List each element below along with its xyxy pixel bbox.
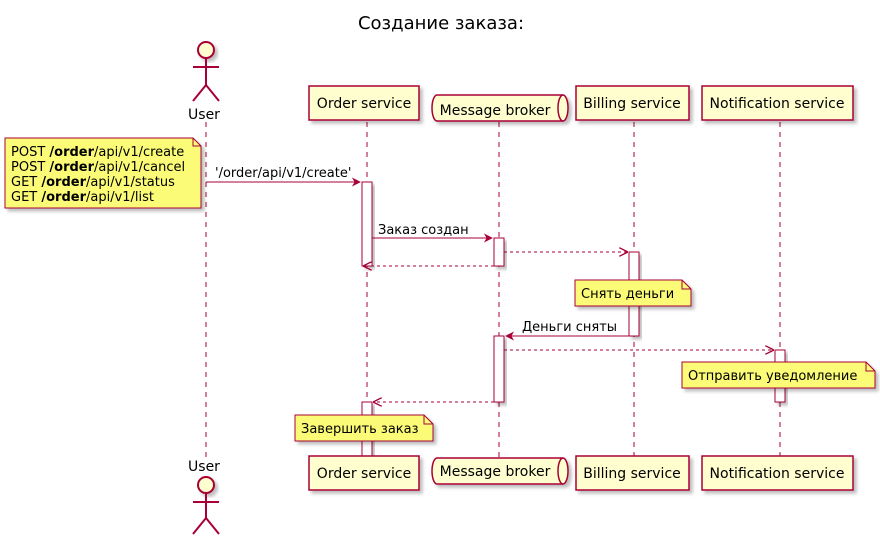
participants-bottom: Order service Message broker Billing ser…	[308, 455, 854, 491]
message-create-label: '/order/api/v1/create'	[215, 166, 351, 181]
participant-order-box-bottom	[308, 455, 420, 491]
messages: '/order/api/v1/create' Заказ создан День…	[206, 166, 773, 402]
note-charge: Снять деньги	[574, 279, 692, 307]
participant-notify-box	[701, 85, 854, 121]
participant-billing-label: Billing service	[583, 96, 681, 112]
actor-user-top: User	[188, 41, 220, 123]
participant-user-label-bottom: User	[188, 459, 220, 475]
note-api-line-3: GET /order/api/v1/status	[11, 175, 175, 190]
participant-billing-label-bottom: Billing service	[583, 466, 681, 482]
note-api-endpoints: POST /order/api/v1/create POST /order/ap…	[4, 137, 202, 209]
participant-user-label: User	[188, 107, 220, 123]
note-charge-text: Снять деньги	[581, 287, 674, 302]
actor-head-icon	[197, 476, 215, 494]
message-order-created-label: Заказ создан	[378, 223, 469, 238]
participants-top: Order service Message broker Billing ser…	[308, 85, 854, 122]
message-money-taken-label: Деньги сняты	[522, 320, 617, 335]
participant-order-label-bottom: Order service	[317, 466, 411, 482]
participant-notify-label-bottom: Notification service	[710, 466, 845, 482]
note-api-line-4: GET /order/api/v1/list	[11, 190, 154, 205]
actor-head-icon	[197, 41, 215, 59]
participant-billing-box-bottom	[575, 455, 690, 491]
note-send-notification: Отправить уведомление	[681, 361, 876, 389]
participant-order-label: Order service	[317, 96, 411, 112]
note-complete-order-text: Завершить заказ	[301, 422, 419, 437]
note-api-line-2: POST /order/api/v1/cancel	[11, 160, 185, 175]
actor-user-bottom: User	[188, 459, 220, 535]
diagram-title: Создание заказа:	[358, 13, 524, 34]
participant-notify-label: Notification service	[710, 96, 845, 112]
note-send-notification-text: Отправить уведомление	[688, 369, 857, 384]
participant-broker-label-bottom: Message broker	[440, 464, 551, 480]
participant-billing-box	[575, 85, 690, 121]
activation-broker-2	[493, 335, 505, 403]
participant-broker-label: Message broker	[440, 103, 551, 119]
participant-order-box	[308, 85, 420, 121]
note-api-line-1: POST /order/api/v1/create	[11, 145, 184, 160]
activation-broker-1	[493, 237, 505, 267]
note-complete-order: Завершить заказ	[294, 414, 434, 442]
participant-notify-box-bottom	[701, 455, 854, 491]
activation-order-1	[361, 181, 373, 267]
